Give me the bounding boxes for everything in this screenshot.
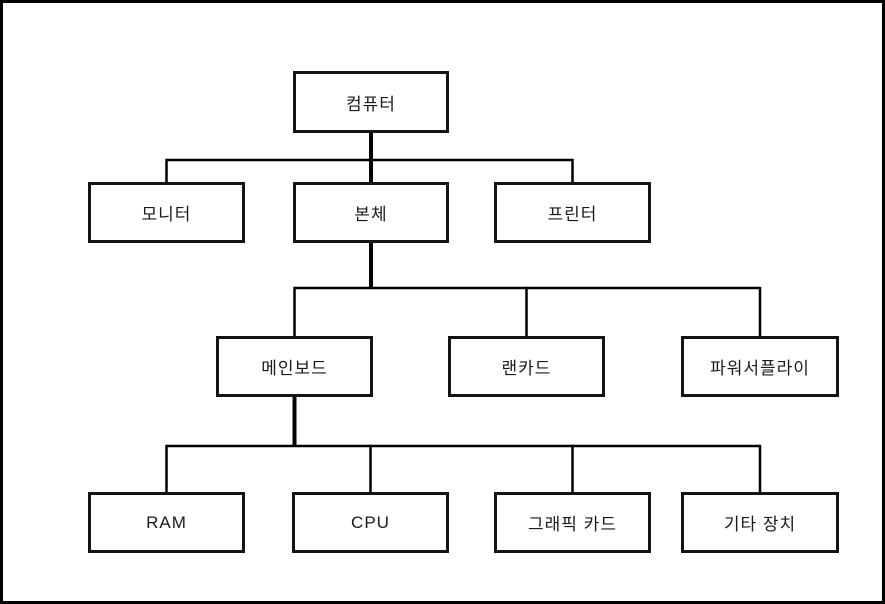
node-body-label: 본체 xyxy=(354,205,388,224)
node-printer-label: 프린터 xyxy=(547,205,598,224)
node-cpu: CPU xyxy=(292,492,449,553)
node-monitor: 모니터 xyxy=(88,182,245,243)
node-etc-devices: 기타 장치 xyxy=(681,492,839,553)
node-etc-devices-label: 기타 장치 xyxy=(723,515,797,534)
node-lan-card-label: 랜카드 xyxy=(501,359,552,378)
node-computer-label: 컴퓨터 xyxy=(346,94,396,114)
node-graphics-card: 그래픽 카드 xyxy=(494,492,651,553)
node-mainboard: 메인보드 xyxy=(216,336,373,397)
node-cpu-label: CPU xyxy=(351,512,390,532)
node-body: 본체 xyxy=(293,182,449,243)
node-ram-label: RAM xyxy=(146,512,187,532)
node-printer: 프린터 xyxy=(494,182,651,243)
node-lan-card: 랜카드 xyxy=(448,336,605,397)
node-computer: 컴퓨터 xyxy=(293,71,449,133)
node-power-supply-label: 파워서플라이 xyxy=(710,359,810,378)
node-power-supply: 파워서플라이 xyxy=(681,336,839,397)
node-monitor-label: 모니터 xyxy=(141,205,192,224)
node-graphics-card-label: 그래픽 카드 xyxy=(528,515,617,534)
node-ram: RAM xyxy=(88,492,245,553)
node-mainboard-label: 메인보드 xyxy=(261,359,328,378)
